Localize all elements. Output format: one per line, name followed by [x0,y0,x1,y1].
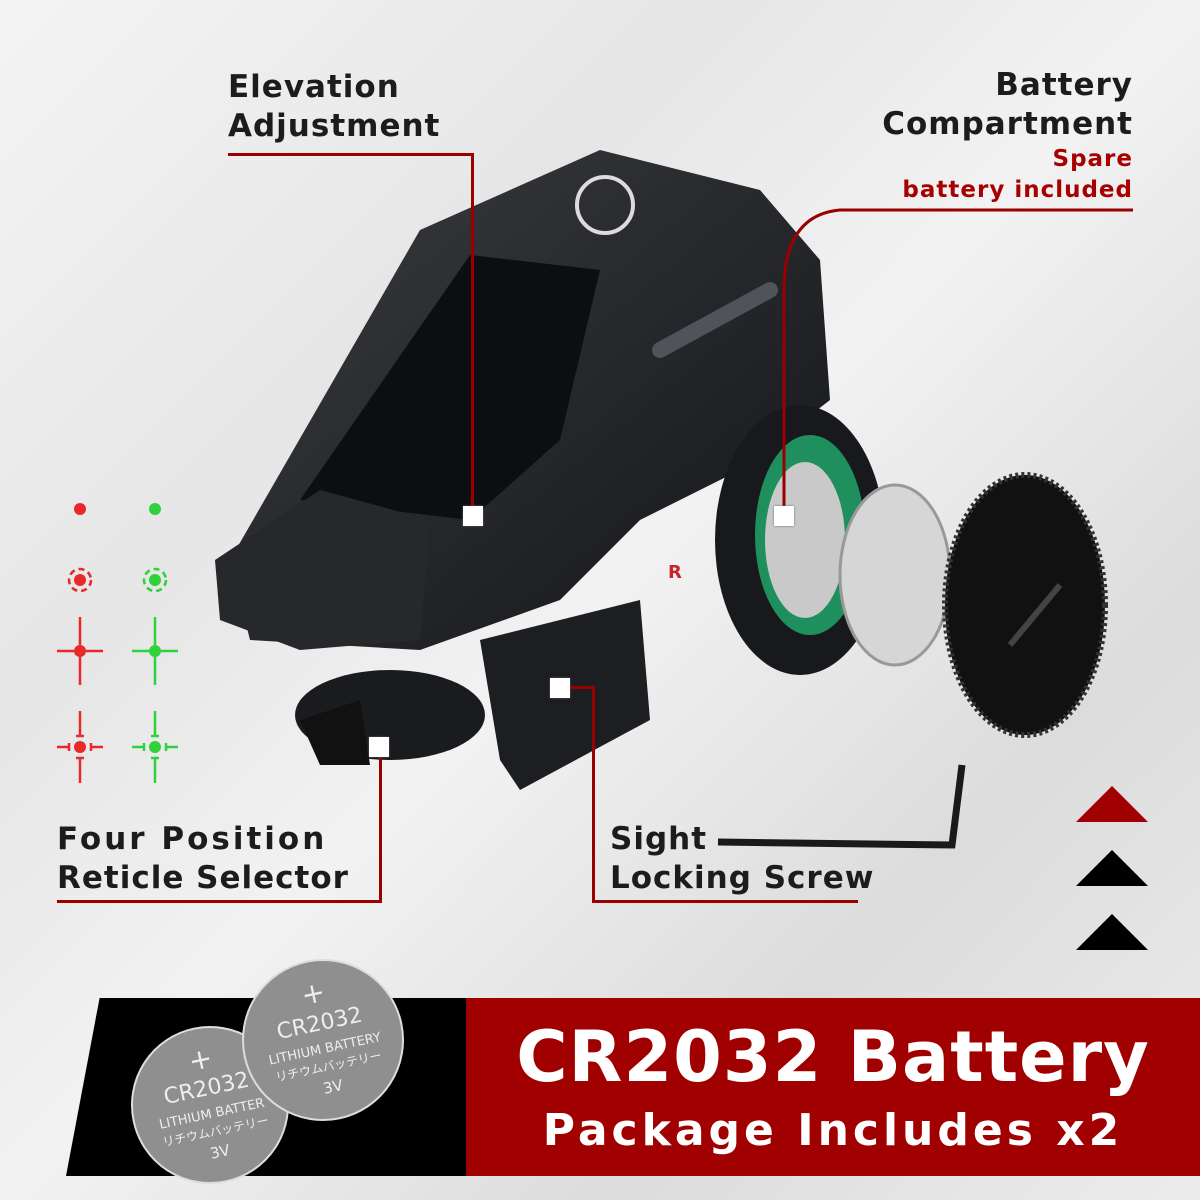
leader-line [379,745,382,903]
banner-subtitle: Package Includes x2 [542,1105,1124,1156]
leader-line [592,686,595,903]
banner-red-panel [466,998,1200,1176]
leader-line [57,900,382,903]
leader-line [228,153,474,156]
coin-voltage: 3V [321,1076,345,1098]
dial-mark-r: R [668,562,682,583]
banner-title: CR2032 Battery [516,1016,1150,1098]
battery-coin-back: + CR2032 LITHIUM BATTERY リチウムバッテリー 3V [242,959,404,1121]
label-line: Reticle Selector [57,860,349,896]
callout-marker-screw [550,678,570,698]
spare-battery-note: battery included [902,177,1133,203]
reticle-green-dot [149,503,161,515]
label-line: Elevation [228,69,400,105]
leader-line [592,900,858,903]
reticle-red-circle-dot [67,567,93,593]
label-line: Sight [610,821,708,857]
label-line: Four Position [57,821,328,857]
triangle-black-2 [1076,914,1148,950]
reticle-green-tick-crosshair [132,711,178,783]
reticle-red-dot [74,503,86,515]
reticle-red-crosshair [57,617,103,685]
leader-line [471,153,474,513]
label-line: Battery [995,67,1133,103]
reticle-green-circle-dot [142,567,168,593]
leader-line [560,686,595,689]
callout-marker-reticle [369,737,389,757]
label-line: Adjustment [228,108,441,144]
callout-marker-elevation [463,506,483,526]
reticle-red-tick-crosshair [57,711,103,783]
reticle-green-crosshair [132,617,178,685]
callout-marker-battery [774,506,794,526]
coin-voltage: 3V [208,1141,232,1163]
label-line: Compartment [882,106,1133,142]
triangle-red [1076,786,1148,822]
elevation-adjustment-label: Elevation Adjustment [228,68,440,146]
locking-screw-label: Sight Locking Screw [610,820,874,898]
reticle-selector-label: Four Position Reticle Selector [57,820,349,898]
triangle-black-1 [1076,850,1148,886]
spare-battery-note: Spare [1052,146,1133,172]
battery-compartment-label: Battery Compartment Spare battery includ… [882,66,1133,206]
label-line: Locking Screw [610,860,875,896]
